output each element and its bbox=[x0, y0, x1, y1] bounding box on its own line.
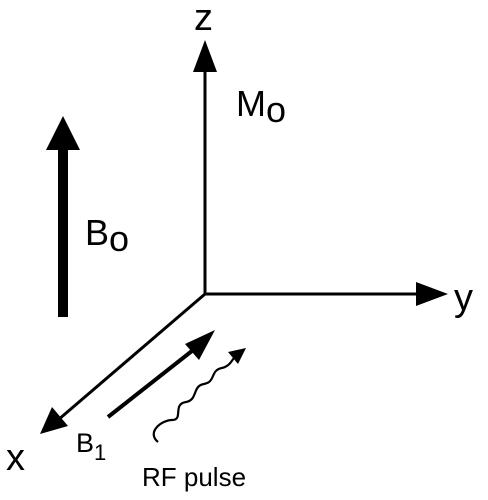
x-axis-arrowhead bbox=[40, 407, 68, 434]
b1-arrow-head bbox=[185, 330, 215, 360]
z-axis-arrowhead bbox=[193, 40, 217, 72]
b1-subscript: 1 bbox=[94, 440, 106, 465]
b1-arrow-line bbox=[106, 345, 199, 419]
b0-arrow-head bbox=[46, 116, 80, 150]
x-axis-label: x bbox=[6, 437, 25, 479]
y-axis-label: y bbox=[454, 277, 473, 319]
z-axis bbox=[193, 40, 217, 294]
b0-subscript: o bbox=[109, 218, 129, 259]
z-axis-label: z bbox=[194, 0, 213, 39]
m0-label: Mo bbox=[236, 83, 286, 130]
x-axis-line bbox=[57, 292, 206, 422]
b1-arrow bbox=[106, 330, 215, 419]
m0-main: M bbox=[236, 83, 266, 124]
b0-arrow-shaft bbox=[58, 145, 68, 317]
y-axis-arrowhead bbox=[416, 282, 448, 306]
rf-pulse-label: RF pulse bbox=[142, 462, 246, 492]
b0-label: Bo bbox=[85, 212, 129, 259]
y-axis bbox=[205, 282, 448, 306]
x-axis bbox=[40, 292, 206, 434]
m0-subscript: o bbox=[266, 89, 286, 130]
b0-arrow bbox=[46, 116, 80, 317]
b1-main: B bbox=[76, 428, 94, 458]
rf-wave-arrowhead bbox=[228, 348, 246, 364]
b1-label: B1 bbox=[76, 428, 106, 465]
rf-pulse-wave bbox=[152, 348, 246, 443]
rf-wave-path bbox=[152, 357, 235, 443]
b0-main: B bbox=[85, 212, 109, 253]
